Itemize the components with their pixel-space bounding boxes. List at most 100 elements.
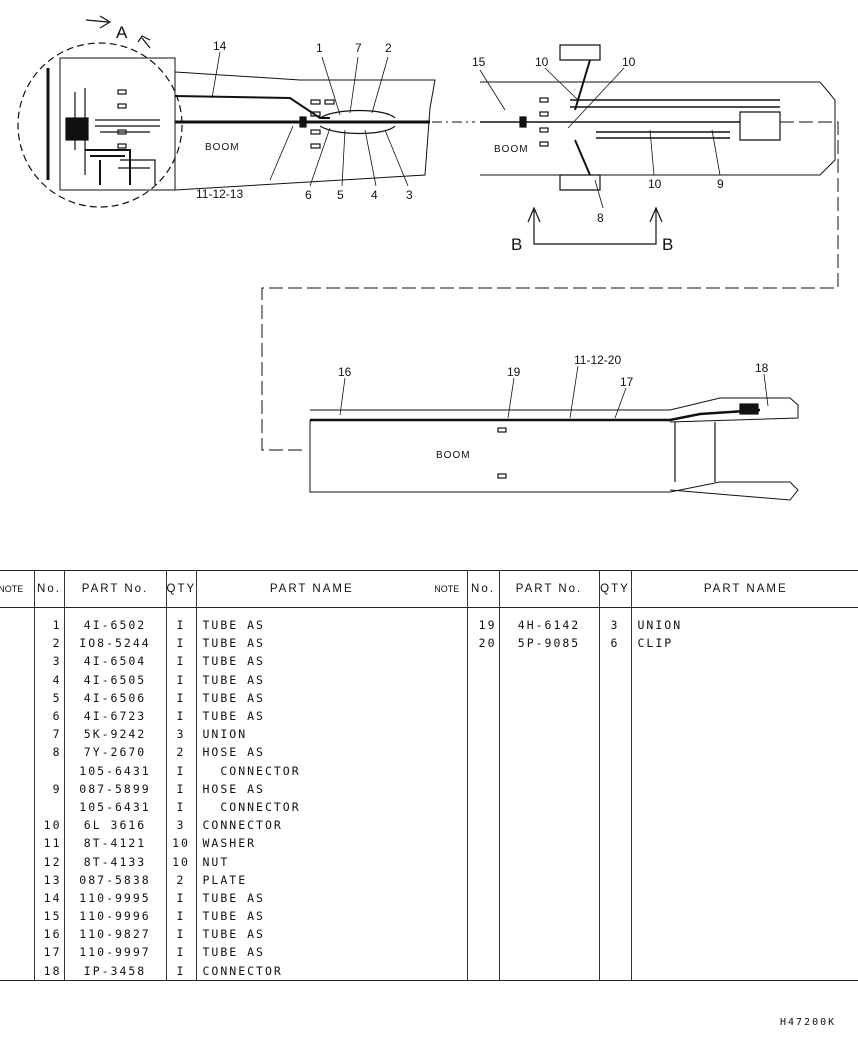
callout-label: 6: [305, 188, 312, 202]
part-name-cell: WASHER: [195, 834, 427, 853]
note-cell: [0, 907, 34, 925]
qty-cell: 3: [165, 816, 196, 835]
note-cell: [0, 780, 34, 798]
note-cell: [0, 925, 34, 943]
note-cell: [427, 798, 467, 816]
qty-cell: [598, 688, 631, 707]
part-name-cell: [630, 743, 858, 762]
qty-cell: 2: [165, 743, 196, 762]
item-no-cell: [466, 907, 499, 926]
part-name-cell: CONNECTOR: [195, 816, 427, 835]
callout-label: 1: [316, 41, 323, 55]
callout-label: 10: [535, 55, 549, 69]
part-no-cell: IP-3458: [63, 961, 166, 981]
item-no-cell: [466, 888, 499, 907]
note-cell: [0, 871, 34, 889]
qty-cell: [598, 779, 631, 798]
note-column-header: NOTE: [427, 570, 467, 608]
callout-label: 14: [213, 39, 227, 53]
note-cell: [0, 671, 34, 689]
part-no-cell: 5P-9085: [498, 634, 599, 653]
item-no-cell: 7: [33, 725, 64, 744]
item-no-cell: [466, 743, 499, 762]
part-name-cell: TUBE AS: [195, 634, 427, 653]
part-name-cell: TUBE AS: [195, 943, 427, 962]
item-no-cell: [466, 816, 499, 835]
part-no-cell: 110-9997: [63, 943, 166, 962]
qty-cell: I: [165, 761, 196, 780]
note-cell: [427, 743, 467, 761]
part-no-cell: 105-6431: [63, 761, 166, 780]
no-column-header: No.: [466, 570, 499, 608]
qty-cell: I: [165, 670, 196, 689]
item-no-cell: 2: [33, 634, 64, 653]
part-name-cell: [630, 688, 858, 707]
part-name-cell: [630, 870, 858, 889]
table-row: [427, 852, 858, 871]
item-no-cell: 20: [466, 634, 499, 653]
qty-cell: 3: [165, 725, 196, 744]
part-name-cell: [630, 761, 858, 780]
item-no-cell: [466, 961, 499, 981]
detail-a-view: [17, 15, 183, 208]
item-no-cell: 11: [33, 834, 64, 853]
callout-label: 19: [507, 365, 521, 379]
part-name-cell: HOSE AS: [195, 743, 427, 762]
item-no-cell: [466, 779, 499, 798]
part-no-cell: [498, 761, 599, 780]
qty-cell: [598, 761, 631, 780]
part-name-column-header: PART NAME: [630, 570, 858, 608]
qty-cell: [598, 706, 631, 726]
qty-column-header: QTY: [165, 570, 196, 608]
note-column-header: NOTE: [0, 570, 34, 608]
callout-label: 16: [338, 365, 352, 379]
part-name-cell: UNION: [195, 725, 427, 744]
note-cell: [0, 798, 34, 816]
boom-label: BOOM: [494, 144, 529, 155]
qty-cell: 10: [165, 852, 196, 871]
part-name-cell: NUT: [195, 852, 427, 871]
table-row: [427, 761, 858, 780]
note-cell: [0, 961, 34, 981]
part-no-cell: [498, 816, 599, 835]
part-no-cell: [498, 943, 599, 962]
item-no-cell: 17: [33, 943, 64, 962]
part-no-cell: [498, 743, 599, 762]
note-cell: [0, 725, 34, 743]
item-no-cell: [466, 925, 499, 944]
note-cell: [427, 634, 467, 652]
part-name-cell: [630, 907, 858, 926]
part-no-cell: 5K-9242: [63, 725, 166, 744]
part-no-cell: 4H-6142: [498, 607, 599, 635]
qty-cell: [598, 797, 631, 817]
note-cell: [0, 762, 34, 780]
part-no-cell: 105-6431: [63, 797, 166, 817]
callout-label: 10: [622, 55, 636, 69]
qty-cell: [598, 907, 631, 926]
item-no-cell: [466, 725, 499, 744]
table-row: [427, 725, 858, 744]
part-name-cell: [630, 925, 858, 944]
qty-cell: [598, 888, 631, 907]
table-row: [427, 925, 858, 944]
part-name-cell: [630, 652, 858, 671]
item-no-cell: 8: [33, 743, 64, 762]
part-no-cell: 4I-6505: [63, 670, 166, 689]
item-no-cell: 19: [466, 607, 499, 635]
item-no-cell: [466, 688, 499, 707]
part-name-cell: HOSE AS: [195, 779, 427, 798]
note-cell: [427, 889, 467, 907]
note-cell: [427, 943, 467, 961]
qty-cell: 10: [165, 834, 196, 853]
item-no-cell: [466, 852, 499, 871]
